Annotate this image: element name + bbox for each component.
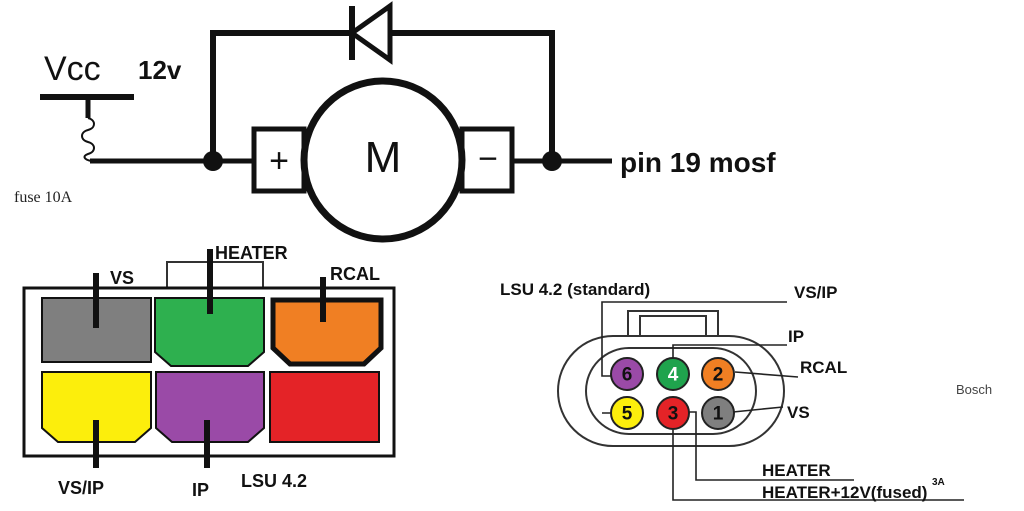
label-r-ip: IP — [788, 327, 804, 346]
connector-left-title: LSU 4.2 — [241, 471, 307, 491]
cell-rcal — [270, 297, 384, 367]
pin-3: 3 — [656, 396, 690, 430]
pin-2-num: 2 — [713, 365, 724, 386]
motor-icon — [300, 77, 466, 243]
pin-6-circle — [610, 357, 644, 391]
connector-right: LSU 4.2 (standard) Bosch 6 4 2 — [500, 280, 992, 502]
pin-6: 6 — [610, 357, 644, 391]
pin-1-circle — [701, 396, 735, 430]
motor-circuit: Vcc 12v fuse 10A + − M pin 19 mosf — [14, 1, 776, 243]
motor-terminal-plus — [251, 126, 307, 194]
cell-ip — [155, 371, 265, 443]
leader-heater12 — [672, 430, 964, 501]
fuse-label: fuse 10A — [14, 189, 73, 206]
pin-2: 2 — [701, 357, 735, 391]
pin-3-circle — [656, 396, 690, 430]
plus-sign: + — [269, 142, 289, 180]
diode-icon — [347, 1, 393, 65]
vcc-value: 12v — [138, 55, 182, 85]
pin-label: pin 19 mosf — [620, 147, 776, 178]
cell-vs-ip — [41, 371, 152, 443]
leader-vs — [732, 406, 784, 413]
supply-bar — [40, 94, 134, 100]
label-r-heater: HEATER — [762, 461, 831, 480]
pin-5: 5 — [610, 396, 644, 430]
label-ip: IP — [192, 480, 209, 500]
label-vs: VS — [110, 268, 134, 288]
connector-left: VS HEATER RCAL VS/IP IP LSU 4.2 — [22, 243, 396, 500]
minus-sign: − — [478, 140, 498, 178]
pin-2-circle — [701, 357, 735, 391]
pin-3-num: 3 — [668, 404, 679, 425]
label-r-heater12: HEATER+12V(fused) — [762, 483, 927, 502]
plug-latch-inner — [639, 315, 707, 339]
pin-4-num: 4 — [668, 365, 679, 386]
leader-rcal — [734, 371, 799, 378]
connector-right-title: LSU 4.2 (standard) — [500, 280, 650, 299]
pin-4-circle — [656, 357, 690, 391]
pin-4: 4 — [656, 357, 690, 391]
cell-vs — [41, 297, 152, 363]
pin-1: 1 — [701, 396, 735, 430]
pin-6-num: 6 — [622, 365, 633, 386]
label-heater: HEATER — [215, 243, 288, 263]
motor-label: M — [365, 133, 402, 182]
label-r-amps: 3A — [932, 477, 945, 488]
junction-left — [203, 151, 223, 171]
cell-heater12v — [269, 371, 380, 443]
pin-1-num: 1 — [713, 404, 724, 425]
fuse-coil — [81, 117, 95, 162]
connector-latch — [166, 261, 264, 289]
label-rcal: RCAL — [330, 264, 380, 284]
label-r-vs: VS — [787, 403, 810, 422]
brand-label: Bosch — [956, 382, 992, 397]
vcc-label: Vcc — [44, 50, 101, 88]
label-r-vs-ip: VS/IP — [794, 283, 837, 302]
pin-5-num: 5 — [622, 404, 633, 425]
label-r-rcal: RCAL — [800, 358, 847, 377]
pin-5-circle — [610, 396, 644, 430]
cell-heater — [154, 297, 265, 367]
label-vs-ip: VS/IP — [58, 478, 104, 498]
